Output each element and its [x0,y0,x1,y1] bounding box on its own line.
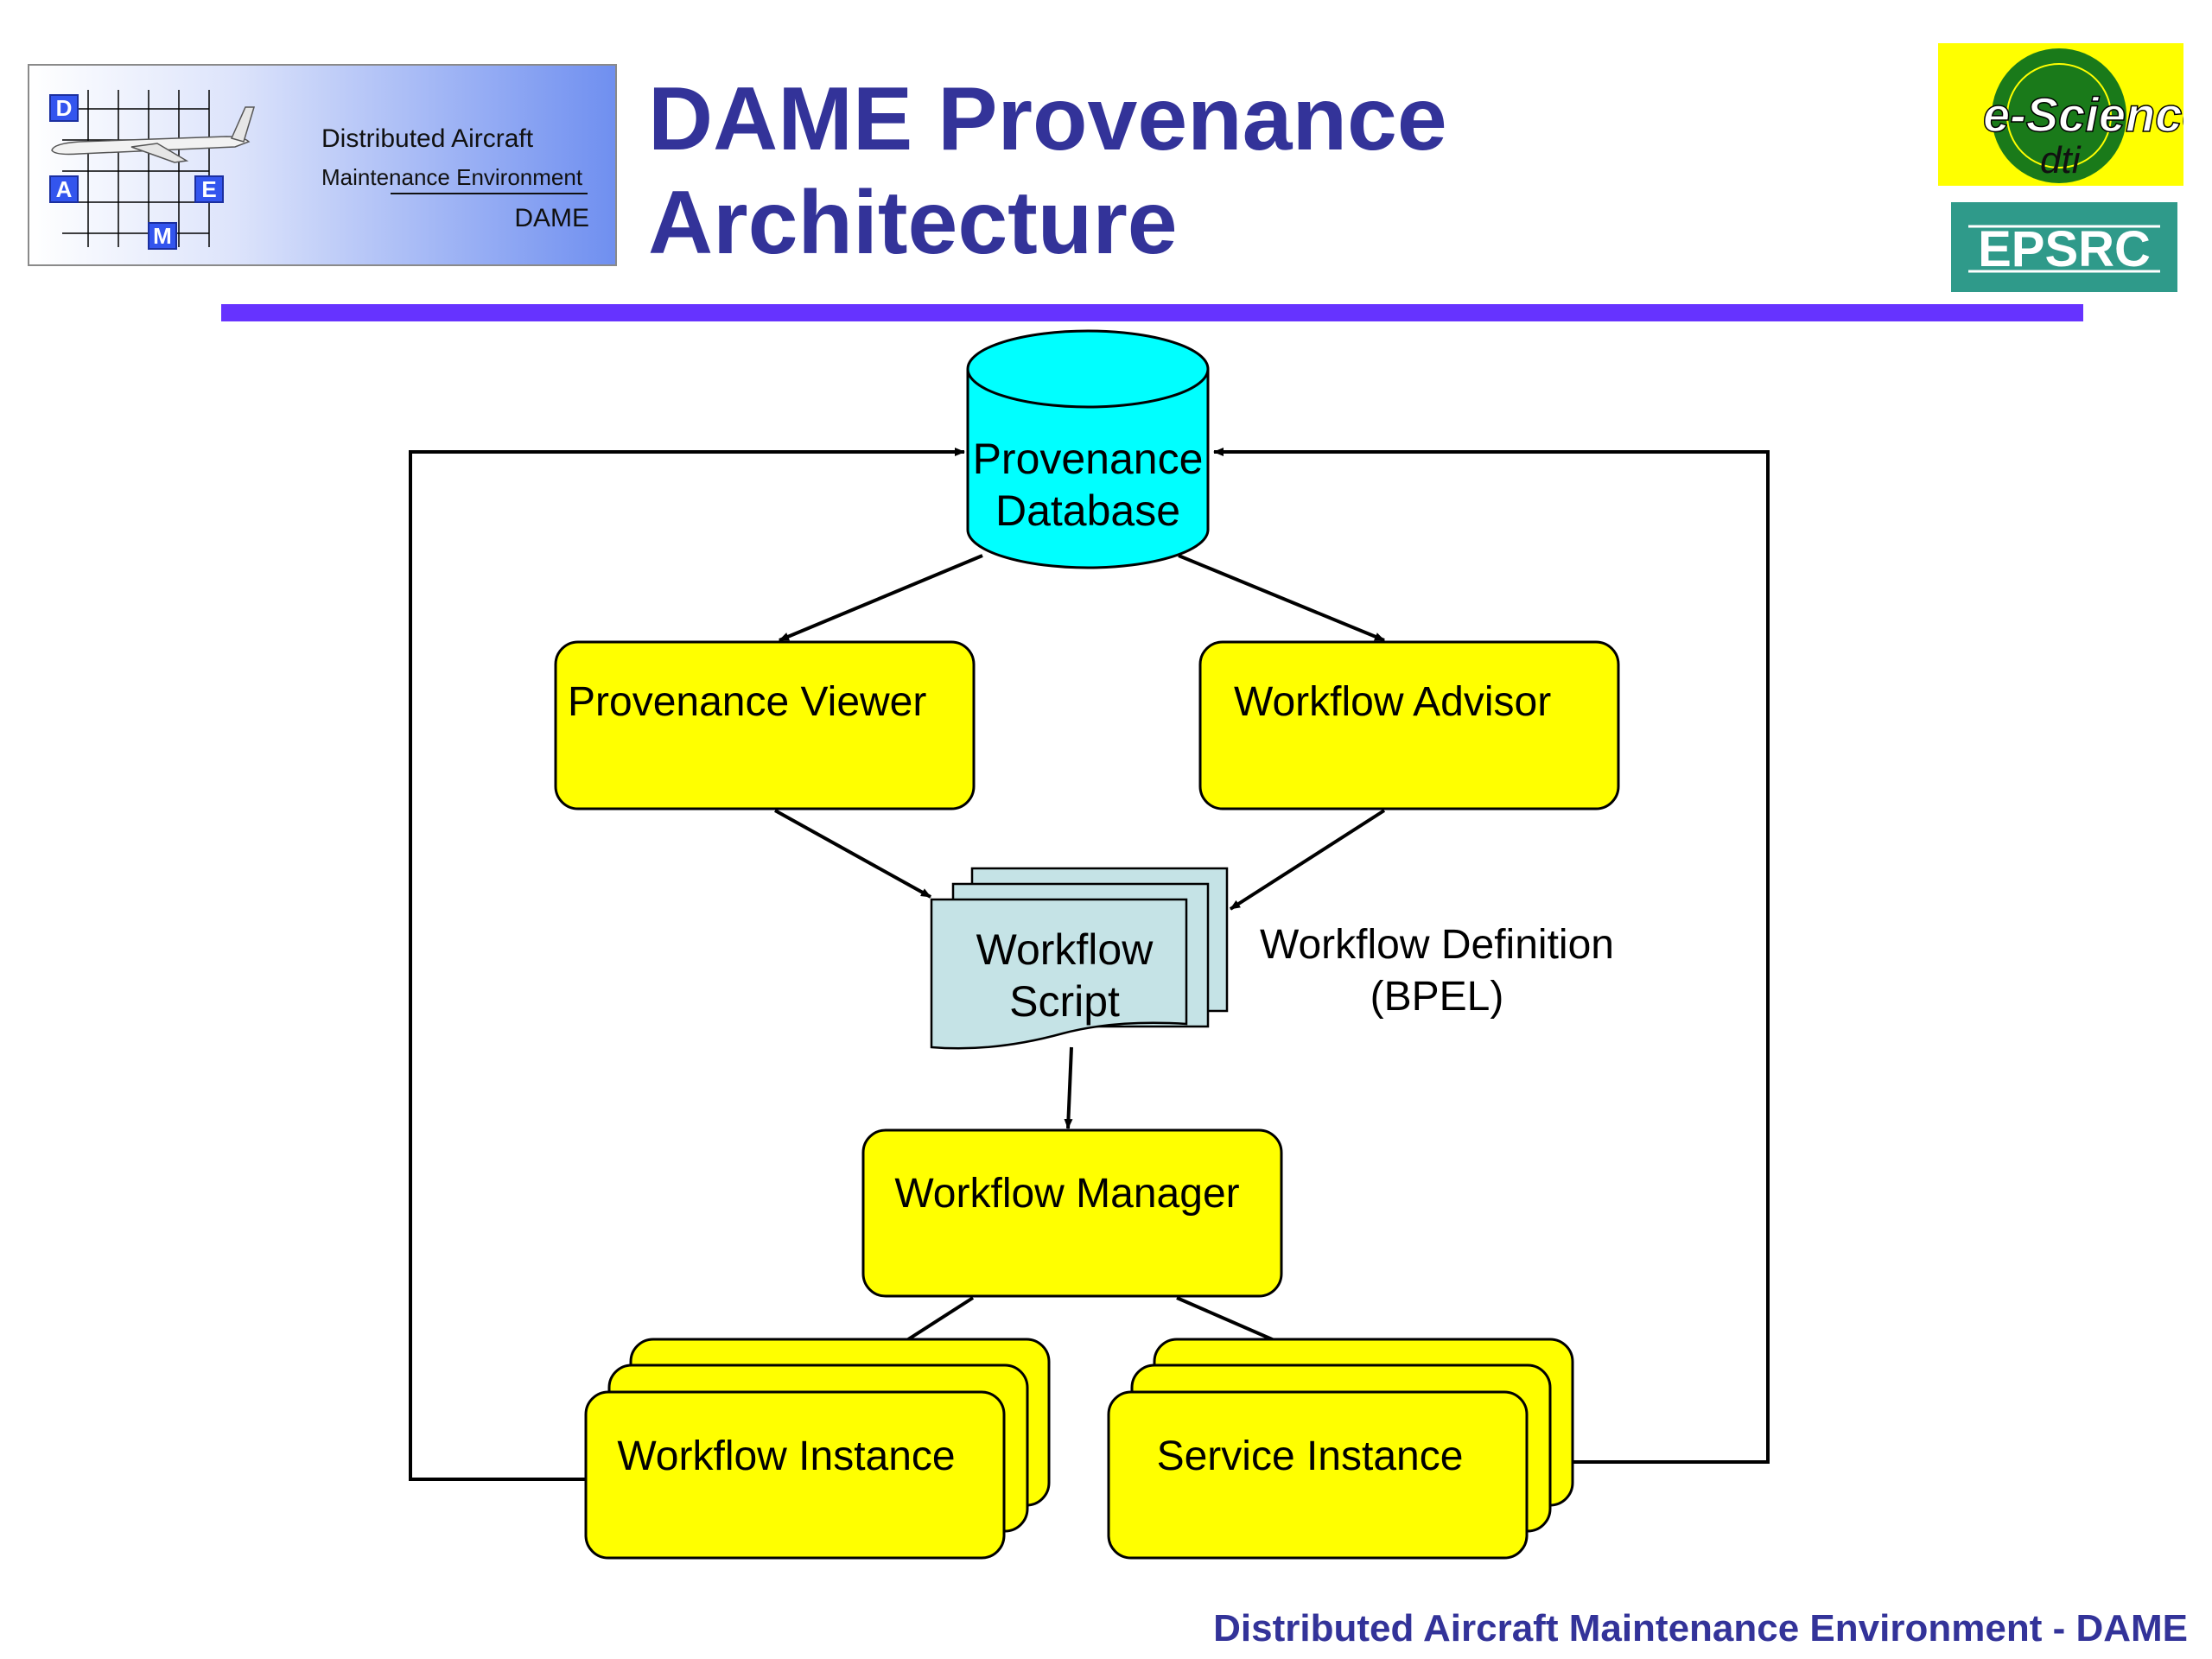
logo-letter-d: D [56,95,73,121]
workflow-script-label-line-1: Workflow [976,925,1154,974]
arrow-viewer-to-script [774,809,931,899]
grid-icon [62,90,210,247]
workflow-manager-label: Workflow Manager [894,1171,1239,1217]
database-label-line-1: Provenance [973,435,1204,483]
arrow-database-to-advisor [1178,554,1385,642]
epsrc-logo: EPSRC [1951,202,2177,292]
escience-text: e-Science [1983,87,2183,142]
provenance-viewer-node: Provenance Viewer [554,640,976,810]
loop-connector-right [1213,448,1770,1464]
header-divider [221,304,2083,321]
escience-logo: e-Science dti [1938,43,2183,186]
logo-letter-a: A [56,176,73,202]
seal-icon [1992,48,2126,183]
logo-line-3: DAME [514,204,589,232]
arrow-database-to-viewer [779,554,983,642]
database-label-line-2: Database [995,486,1180,535]
escience-sub-text: dti [2040,139,2082,181]
workflow-instance-node: Workflow Instance [584,1338,1051,1560]
arrow-script-to-manager [1064,1046,1073,1129]
arrow-advisor-to-script [1229,809,1386,911]
workflow-instance-label: Workflow Instance [617,1433,955,1479]
service-instance-node: Service Instance [1107,1338,1574,1560]
logo-letter-m: M [153,223,172,249]
slide-title-line-1: DAME Provenance [648,69,1447,169]
workflow-definition-label-line-2: (BPEL) [1370,974,1504,1020]
slide-title-line-2: Architecture [648,173,1178,273]
logo-line-1: Distributed Aircraft [321,124,534,153]
workflow-manager-node: Workflow Manager [861,1128,1283,1298]
workflow-script-node: Workflow Script [930,867,1229,1050]
slide-footer: Distributed Aircraft Maintenance Environ… [1213,1607,2188,1649]
logo-letter-e: E [201,176,216,202]
logo-line-2: Maintenance Environment [321,164,583,190]
service-instance-label: Service Instance [1157,1433,1464,1479]
dame-logo: D A E M Distributed Aircraft Maintenance… [28,64,617,266]
epsrc-text: EPSRC [1978,221,2151,277]
loop-connector-left [409,448,965,1481]
workflow-advisor-node: Workflow Advisor [1198,640,1620,810]
provenance-viewer-label: Provenance Viewer [568,679,926,725]
workflow-advisor-label: Workflow Advisor [1234,679,1551,725]
workflow-script-label-line-2: Script [1009,977,1120,1026]
airplane-icon [51,106,256,163]
provenance-database-node: Provenance Database [966,329,1210,569]
workflow-definition-label-line-1: Workflow Definition [1260,922,1614,968]
